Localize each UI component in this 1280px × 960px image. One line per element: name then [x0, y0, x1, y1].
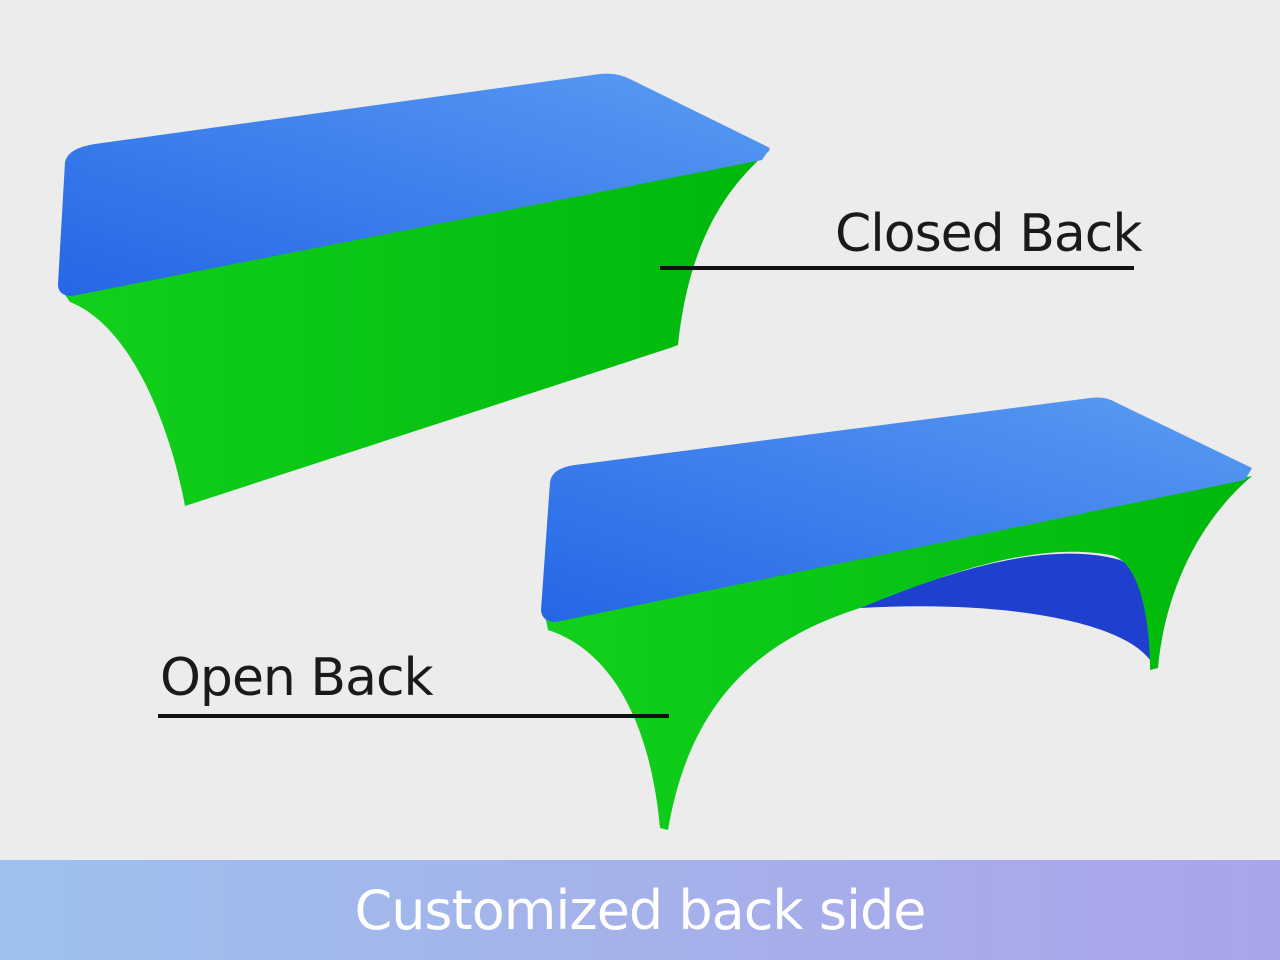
caption-text: Customized back side [354, 878, 926, 942]
open-back-table [541, 397, 1252, 830]
open-back-label: Open Back [160, 648, 434, 708]
caption-banner: Customized back side [0, 860, 1280, 960]
open-table-inner-back [860, 553, 1158, 660]
open-back-pointer-line [158, 714, 669, 718]
closed-back-pointer-line [660, 266, 1134, 270]
closed-table-top [58, 73, 770, 296]
closed-back-table [58, 73, 770, 506]
closed-back-label: Closed Back [835, 204, 1142, 264]
open-table-top [541, 397, 1252, 622]
closed-table-skirt [60, 150, 770, 506]
product-illustration [58, 73, 1252, 830]
